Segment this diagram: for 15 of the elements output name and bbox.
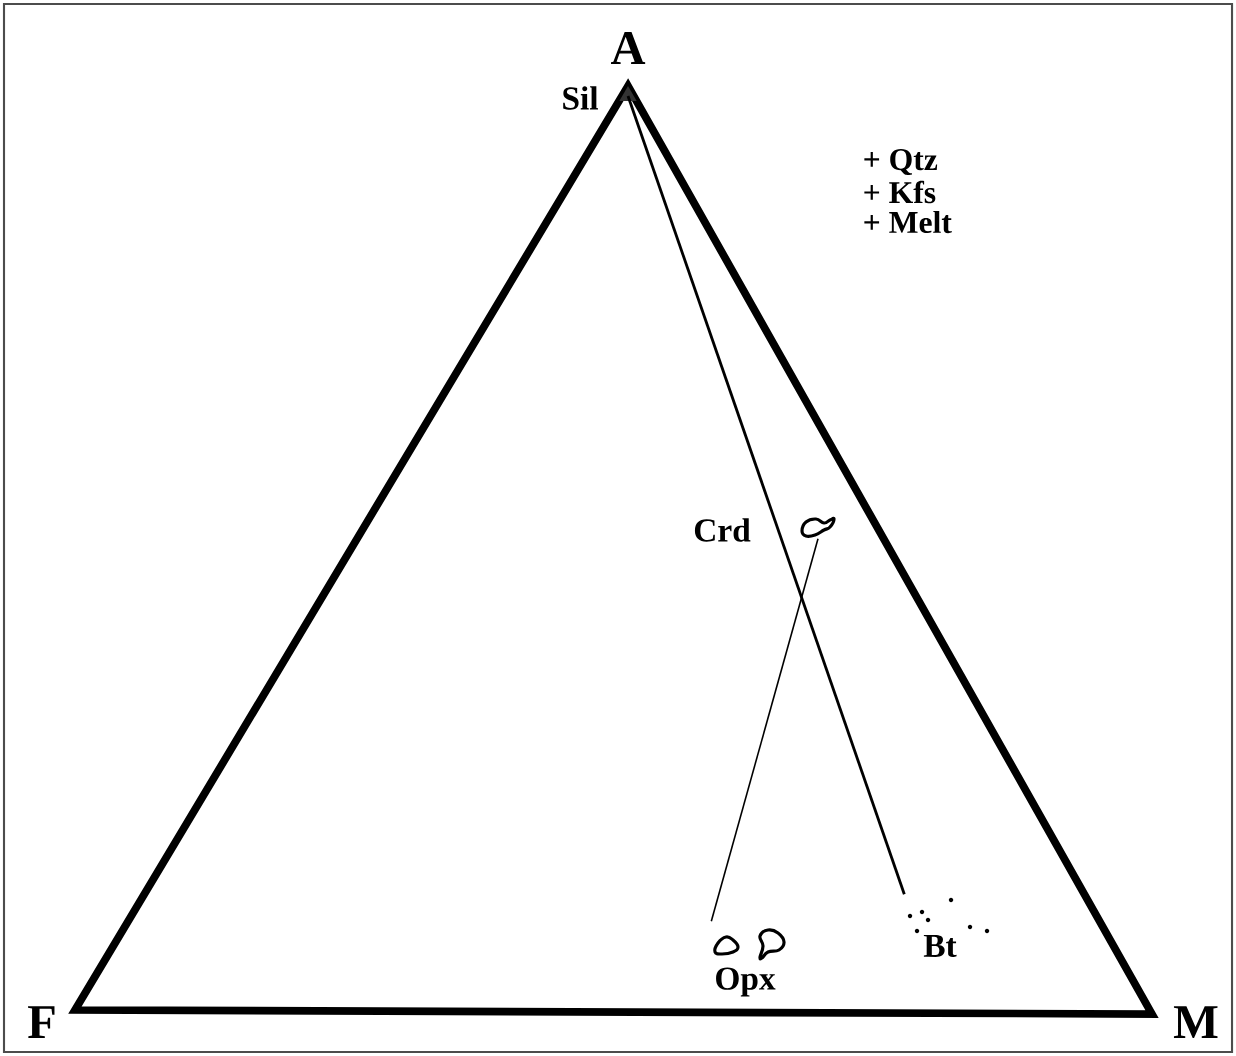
vertex-label: A [611, 32, 646, 64]
mineral-label: Opx [716, 967, 776, 997]
mineral-label: Crd [694, 518, 751, 542]
mineral-label: Sil [563, 86, 598, 110]
tie-line [710, 537, 819, 923]
assemblage-label: + Qtz [864, 148, 938, 176]
assemblage-label: + Kfs [864, 180, 936, 204]
mineral-label: Bt [923, 934, 957, 958]
orthopyroxene-grains-drawing [713, 928, 786, 961]
sillimanite-symbol [619, 86, 637, 101]
biotite-grains-drawing [907, 897, 990, 934]
vertex-label: F [28, 1006, 55, 1038]
assemblage-label: + Melt [864, 210, 952, 234]
vertex-label: M [1173, 1006, 1218, 1038]
cordierite-grain-drawing [800, 516, 836, 538]
